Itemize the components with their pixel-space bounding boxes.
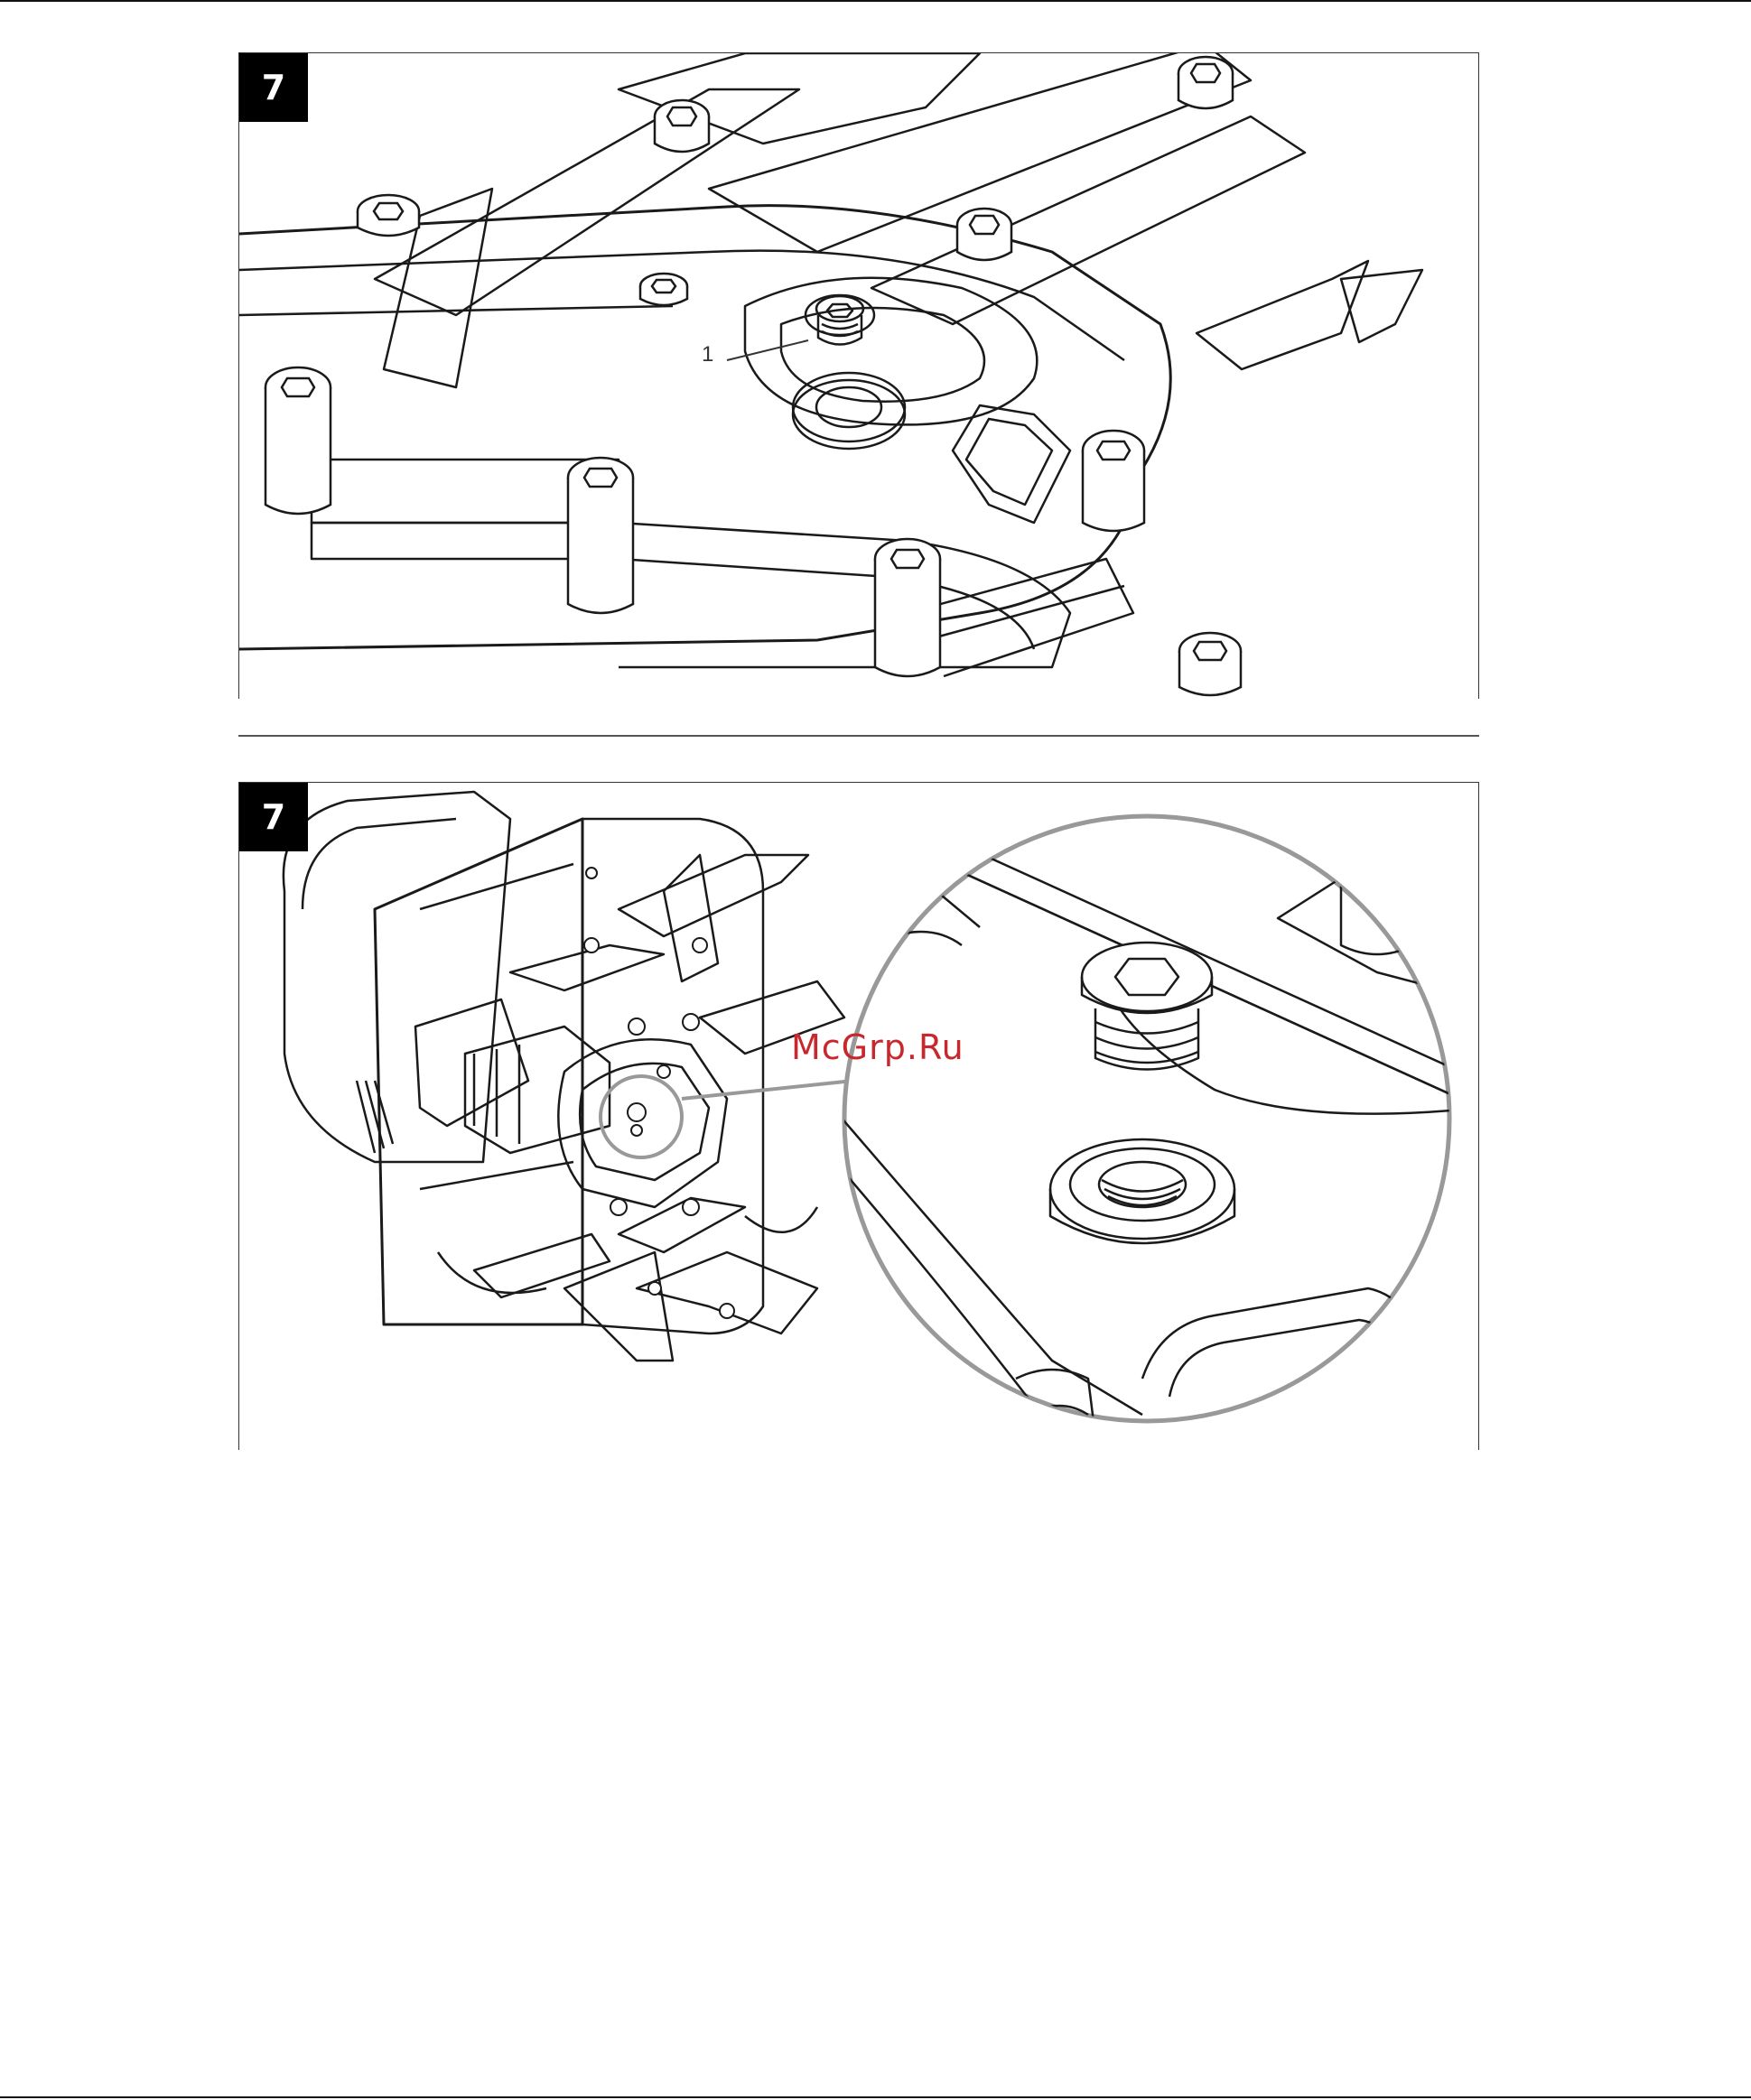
callout-label: 1 [702, 342, 713, 367]
gearbox-illustration [239, 53, 1479, 699]
figure-separator [238, 735, 1479, 737]
watermark-text: McGrp.Ru [791, 1027, 964, 1067]
figure-number: 7 [239, 783, 308, 851]
tiller-illustration [239, 783, 1479, 1450]
figure-gearbox-detail: 7 [238, 52, 1479, 699]
top-rule [0, 0, 1751, 2]
figure-number: 7 [239, 53, 308, 122]
bottom-rule [0, 2096, 1751, 2098]
figure-tiller-overview: 7 [238, 782, 1479, 1450]
